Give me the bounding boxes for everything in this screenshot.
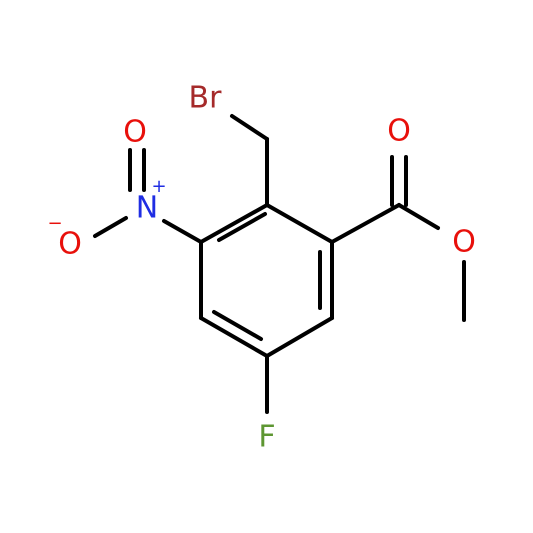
bond-ch2-br [230,114,269,141]
benzene-ring [199,203,334,358]
bond-ring-c3-c4 [265,316,334,358]
bond-ring-inner-3 [212,310,263,341]
bond-ring-c4-c5 [199,316,269,358]
charge-o-minus: − [47,213,62,234]
atom-o-ester: O [452,225,476,260]
bond-ring-c6-c1 [199,203,269,244]
bond-c6-n [162,219,203,244]
bond-ring-inner-1 [217,212,267,242]
atom-o-nitro-top: O [123,115,147,150]
bond-ester-c-o-single [397,203,440,230]
atom-br: Br [189,81,223,116]
bond-c2-ester-c [330,203,401,244]
bond-n-o-minus [93,216,128,238]
charge-n-plus: + [151,176,166,197]
atom-o-carbonyl: O [387,114,411,149]
bond-ring-c1-c2 [265,203,334,244]
atom-o-nitro-minus: O [58,227,82,262]
atom-n: N [136,191,158,226]
atom-f: F [258,420,275,455]
